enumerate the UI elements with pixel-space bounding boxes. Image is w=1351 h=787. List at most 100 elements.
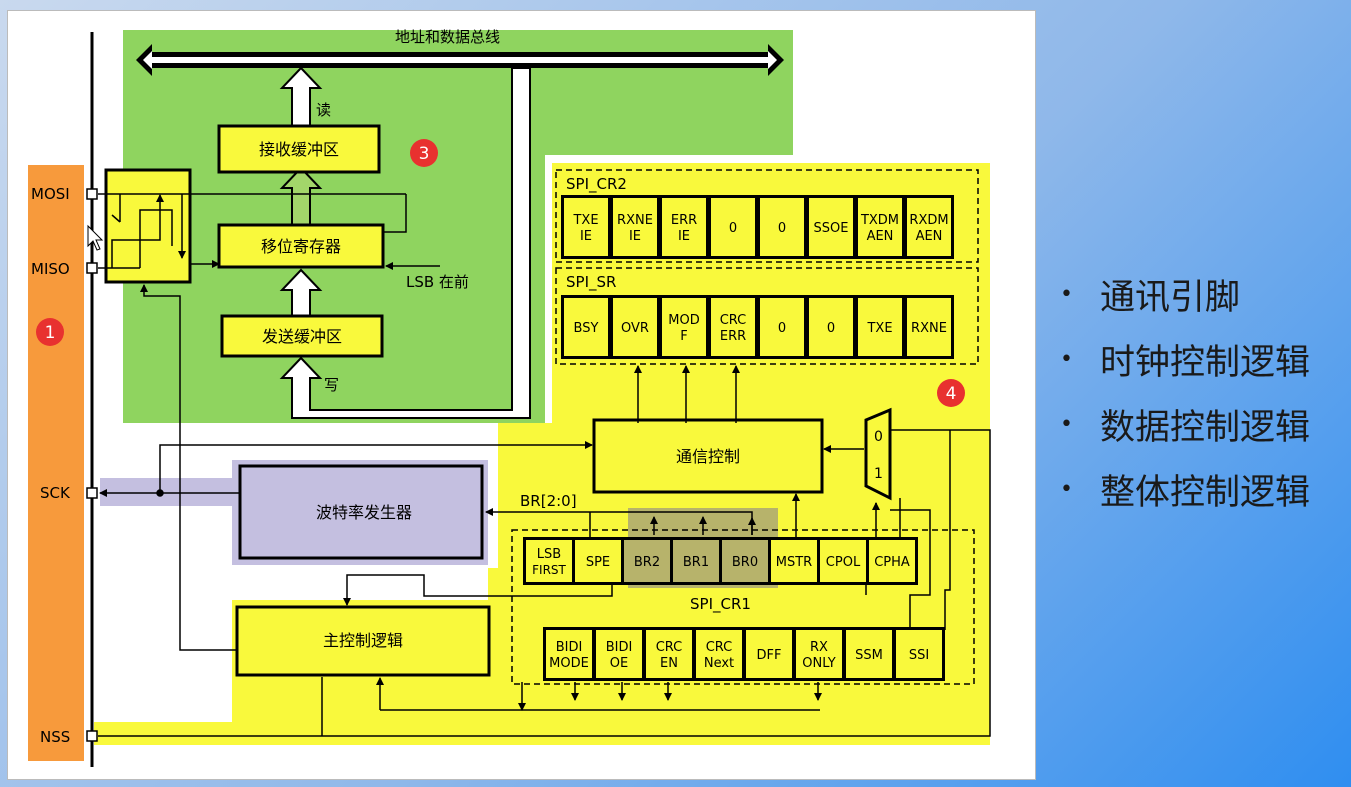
svg-text:4: 4 <box>946 384 957 404</box>
mosi-label: MOSI <box>31 185 70 203</box>
register-bit-cell <box>809 198 853 256</box>
sck-path-region <box>100 478 238 506</box>
register-bit-label: TXE <box>572 213 598 228</box>
register-bit-label: AEN <box>916 229 943 244</box>
mux-0-label: 0 <box>874 429 883 445</box>
register-bit-cell <box>662 198 706 256</box>
register-bit-label: RXNE <box>911 321 947 336</box>
bullet-text: 通讯引脚 <box>1100 278 1241 318</box>
register-bit-cell <box>846 630 892 678</box>
bullet-list: •通讯引脚 •时钟控制逻辑 •数据控制逻辑 •整体控制逻辑 <box>1060 262 1310 522</box>
register-bit-label: BR1 <box>683 555 709 570</box>
mux-block: 0 1 <box>864 407 892 501</box>
nss-label: NSS <box>40 728 70 746</box>
register-bit-label: DFF <box>757 648 782 663</box>
mouse-cursor-icon <box>87 224 104 251</box>
register-bit-label: TXDM <box>860 213 899 228</box>
register-bit-cell <box>896 630 942 678</box>
pin-switch-block <box>98 168 440 284</box>
register-bit-label: Next <box>704 656 734 671</box>
register-bit-label: SSM <box>855 648 883 663</box>
register-bit-label: BR0 <box>732 555 758 570</box>
register-bit-cell <box>546 630 592 678</box>
marker-4 <box>937 379 965 407</box>
register-bit-label: RXNE <box>617 213 653 228</box>
register-bit-cell <box>646 630 692 678</box>
shift-register-block: 移位寄存器 <box>217 223 385 269</box>
register-bit-label: IE <box>580 229 592 244</box>
mosi-pin <box>86 188 98 200</box>
br-label: BR[2:0] <box>520 492 577 510</box>
rx-buffer-block: 接收缓冲区 <box>217 124 381 174</box>
register-bit-label: SSI <box>909 648 929 663</box>
register-bit-label: MOD <box>668 313 699 328</box>
read-label: 读 <box>316 101 331 119</box>
register-bit-label: RXDM <box>909 213 948 228</box>
register-bit-cell <box>673 540 719 582</box>
master-control-block: 主控制逻辑 <box>235 605 491 677</box>
register-bit-cell <box>907 298 951 356</box>
register-bit-cell <box>711 198 755 256</box>
register-bit-cell <box>858 298 902 356</box>
bullet-dot-icon: • <box>1060 282 1073 307</box>
tx-buffer-block: 发送缓冲区 <box>220 314 384 358</box>
register-bit-cell <box>746 630 792 678</box>
control-wiring <box>98 284 991 737</box>
sck-pin <box>86 487 98 499</box>
bullet-item: • 时钟控制逻辑 <box>1060 327 1310 392</box>
register-bit-label: CRC <box>656 640 683 655</box>
rx-buffer-label: 接收缓冲区 <box>259 140 339 159</box>
register-bit-label: CRC <box>706 640 733 655</box>
bullet-dot-icon: • <box>1060 477 1073 502</box>
data-flow-arrows: 读 写 <box>279 66 531 419</box>
register-bit-cell <box>564 298 608 356</box>
baud-rate-label: 波特率发生器 <box>316 503 412 522</box>
baud-rate-generator-block: 波特率发生器 <box>238 464 484 560</box>
register-bit-label: IE <box>678 229 690 244</box>
register-bit-label: 0 <box>729 221 737 236</box>
lsb-first-label: LSB 在前 <box>406 273 469 291</box>
register-bit-label: 0 <box>778 221 786 236</box>
shift-register-label: 移位寄存器 <box>261 237 341 256</box>
write-label: 写 <box>324 376 339 394</box>
register-bit-cell <box>575 540 621 582</box>
register-bit-cell <box>869 540 915 582</box>
register-bit-label: BIDI <box>556 640 583 655</box>
register-bit-label: LSB <box>537 547 561 562</box>
bullet-text: 整体控制逻辑 <box>1100 473 1311 513</box>
register-bit-label: MODE <box>549 656 589 671</box>
register-bit-label: 0 <box>827 321 835 336</box>
master-control-label: 主控制逻辑 <box>323 631 403 650</box>
reg-cr1-name: SPI_CR1 <box>690 595 751 614</box>
marker-3 <box>410 139 438 167</box>
mux-1-label: 1 <box>874 466 883 482</box>
svg-text:3: 3 <box>419 144 430 164</box>
register-bit-label: SSOE <box>814 221 849 236</box>
register-bit-cell <box>858 198 902 256</box>
comm-control-block: 通信控制 <box>592 418 824 494</box>
tx-buffer-label: 发送缓冲区 <box>262 327 342 346</box>
register-bit-cell <box>564 198 608 256</box>
register-bit-cell <box>526 540 572 582</box>
bullet-dot-icon: • <box>1060 412 1073 437</box>
register-bit-cell <box>809 298 853 356</box>
reg-cr2-name: SPI_CR2 <box>566 175 627 194</box>
register-bit-cell <box>771 540 817 582</box>
bus-label: 地址和数据总线 <box>395 28 500 46</box>
register-bit-cell <box>624 540 670 582</box>
bullet-dot-icon: • <box>1060 347 1073 372</box>
address-data-bus: 地址和数据总线 <box>136 28 784 76</box>
bullet-text: 时钟控制逻辑 <box>1100 343 1311 383</box>
marker-1 <box>36 318 64 346</box>
register-bit-label: ERR <box>671 213 697 228</box>
register-bit-cell <box>696 630 742 678</box>
register-bit-label: BR2 <box>634 555 660 570</box>
reg-sr-name: SPI_SR <box>566 273 616 292</box>
register-bit-cell <box>722 540 768 582</box>
register-bit-cell <box>613 298 657 356</box>
register-bit-label: CRC <box>720 313 747 328</box>
